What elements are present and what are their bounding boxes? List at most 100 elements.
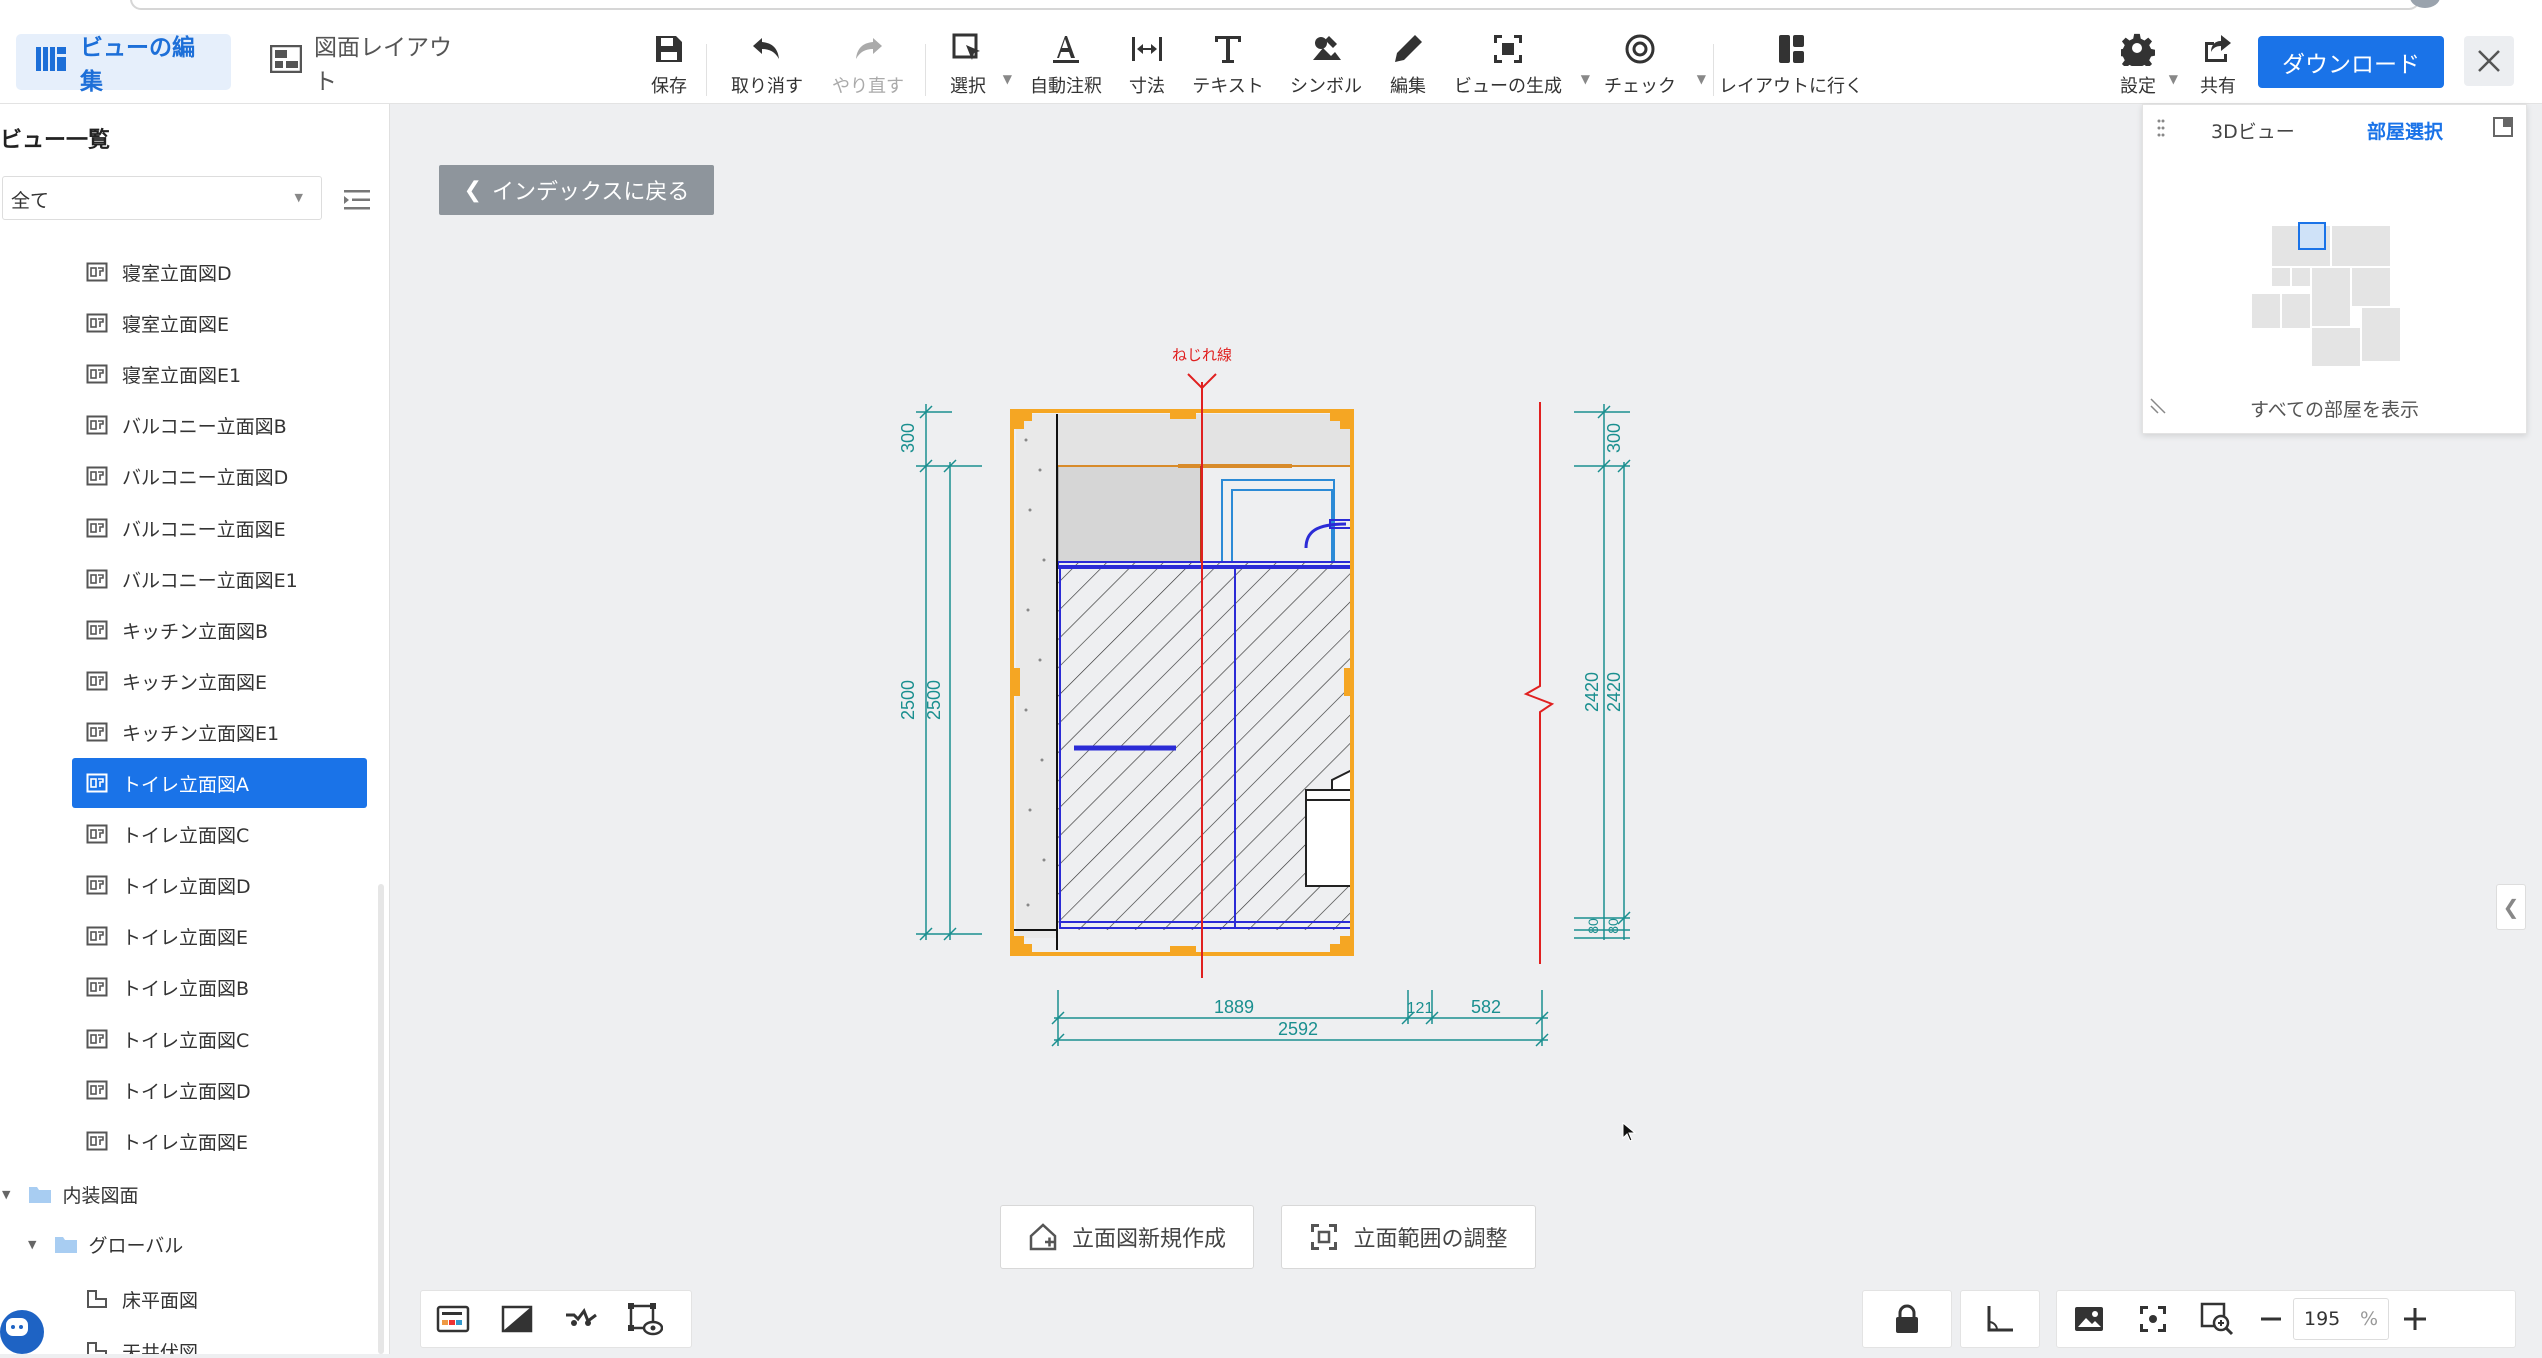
check-button[interactable]: チェック ▼ <box>1604 32 1706 102</box>
undo-label: 取り消す <box>731 76 803 97</box>
show-all-rooms-link[interactable]: すべての部屋を表示 <box>2250 399 2419 421</box>
sidebar-item-label: 天井伏図 <box>122 1341 199 1355</box>
check-caret-icon[interactable]: ▼ <box>1696 72 1706 86</box>
chat-support-button[interactable] <box>0 1310 44 1354</box>
sidebar-title: ビュー一覧 <box>0 128 111 153</box>
folder-icon <box>29 1187 52 1203</box>
list-menu-icon[interactable] <box>344 188 370 212</box>
color-legend-button[interactable] <box>421 1290 485 1348</box>
sidebar-item-floor-plan[interactable]: 床平面図 <box>72 1274 367 1324</box>
gear-icon <box>2121 33 2155 66</box>
faucet-symbol <box>1304 522 1347 549</box>
auto-annotate-button[interactable]: 自動注釈 <box>1028 32 1104 102</box>
folder-global[interactable]: ▼ グローバル <box>28 1224 183 1264</box>
expand-panel-icon[interactable] <box>2493 117 2513 137</box>
settings-button[interactable]: 設定 ▼ <box>2118 32 2178 102</box>
sidebar-item[interactable]: キッチン立面図E <box>72 656 367 706</box>
tab-room-select[interactable]: 部屋選択 <box>2367 121 2444 143</box>
legend-icon <box>436 1305 470 1333</box>
sidebar-item[interactable]: トイレ立面図A <box>72 758 367 808</box>
zoom-in-button[interactable] <box>2389 1290 2441 1348</box>
bottom-dimensions <box>1051 990 1549 1047</box>
sidebar-item[interactable]: 寝室立面図D <box>72 247 367 297</box>
browser-strip <box>0 0 2542 14</box>
share-button[interactable]: 共有 <box>2198 32 2238 102</box>
new-elevation-icon <box>1029 1223 1057 1251</box>
go-layout-button[interactable]: レイアウトに行く <box>1718 32 1864 102</box>
download-button[interactable]: ダウンロード <box>2258 36 2444 88</box>
elevation-view-icon <box>86 722 108 742</box>
sidebar-item[interactable]: バルコニー立面図D <box>72 451 367 501</box>
elevation-view-icon <box>86 415 108 435</box>
redo-button[interactable]: やり直す <box>828 32 908 102</box>
sidebar-item[interactable]: バルコニー立面図E1 <box>72 554 367 604</box>
zoom-out-button[interactable] <box>2249 1290 2293 1348</box>
drag-handle-icon[interactable] <box>2157 119 2165 137</box>
text-button[interactable]: テキスト <box>1188 32 1268 102</box>
close-button[interactable] <box>2464 36 2514 86</box>
generate-view-caret-icon[interactable]: ▼ <box>1580 72 1590 86</box>
view-3d-panel: 3Dビュー 部屋選択 すべての部屋を表示 <box>2142 104 2527 434</box>
mode-layout-button[interactable]: 図面レイアウト <box>252 34 492 95</box>
mode-edit-view-button[interactable]: ビューの編集 <box>16 34 231 95</box>
sidebar-item-label: トイレ立面図C <box>122 1029 250 1052</box>
sidebar-item-label: トイレ立面図C <box>122 824 250 847</box>
dim-right-small-b: 80 <box>1605 918 1621 934</box>
floor-map-thumbnail[interactable] <box>2251 215 2411 375</box>
generate-view-button[interactable]: ビューの生成 ▼ <box>1452 32 1590 102</box>
auto-annotate-label: 自動注釈 <box>1030 76 1102 97</box>
folder-interior[interactable]: ▼ 内装図面 <box>2 1174 138 1214</box>
symbol-button[interactable]: シンボル <box>1288 32 1364 102</box>
sidebar-item[interactable]: トイレ立面図C <box>72 809 367 859</box>
sidebar-item[interactable]: トイレ立面図E <box>72 911 367 961</box>
collapse-right-panel-button[interactable]: ❮ <box>2496 884 2526 930</box>
adjust-elevation-range-button[interactable]: 立面範囲の調整 <box>1281 1205 1536 1269</box>
fit-view-button[interactable] <box>2121 1290 2185 1348</box>
sidebar-item[interactable]: トイレ立面図D <box>72 860 367 910</box>
orthogonal-button[interactable] <box>1961 1290 2039 1348</box>
sidebar-item-label: バルコニー立面図E <box>122 518 286 541</box>
sidebar-item[interactable]: トイレ立面図B <box>72 962 367 1012</box>
view-filter-select[interactable]: 全て ▼ <box>2 176 322 220</box>
current-room-marker <box>2298 222 2326 250</box>
edit-button[interactable]: 編集 <box>1388 32 1428 102</box>
mouse-cursor-icon <box>1622 1122 1636 1142</box>
sidebar-item[interactable]: キッチン立面図E1 <box>72 707 367 757</box>
share-icon <box>2205 35 2231 62</box>
zoom-input[interactable]: 195 % <box>2293 1298 2389 1340</box>
sidebar-item[interactable]: バルコニー立面図B <box>72 400 367 450</box>
lock-button[interactable] <box>1863 1290 1951 1348</box>
profile-dot[interactable] <box>2410 0 2440 8</box>
sidebar-item-ceiling-plan[interactable]: 天井伏図 <box>72 1326 367 1354</box>
contrast-button[interactable] <box>485 1290 549 1348</box>
sidebar-item[interactable]: トイレ立面図C <box>72 1014 367 1064</box>
dimension-button[interactable]: 寸法 <box>1124 32 1170 102</box>
zoom-window-button[interactable] <box>2185 1290 2249 1348</box>
sidebar-item[interactable]: キッチン立面図B <box>72 605 367 655</box>
new-elevation-button[interactable]: 立面図新規作成 <box>1000 1205 1254 1269</box>
settings-caret-icon[interactable]: ▼ <box>2168 72 2178 86</box>
image-button[interactable] <box>2057 1290 2121 1348</box>
select-caret-icon[interactable]: ▼ <box>1002 72 1012 86</box>
sidebar-item[interactable]: 寝室立面図E <box>72 298 367 348</box>
save-button[interactable]: 保存 <box>644 32 694 102</box>
sidebar-item[interactable]: 寝室立面図E1 <box>72 349 367 399</box>
dim-right-b: 2420 <box>1604 672 1624 712</box>
tab-3d-view[interactable]: 3Dビュー <box>2211 121 2295 143</box>
back-to-index-button[interactable]: ❮ インデックスに戻る <box>439 165 714 215</box>
sidebar-item[interactable]: バルコニー立面図E <box>72 503 367 553</box>
folder-global-label: グローバル <box>88 1234 184 1257</box>
dim-bottom-c: 582 <box>1471 997 1501 1017</box>
sidebar-item[interactable]: トイレ立面図E <box>72 1116 367 1166</box>
view-visibility-button[interactable] <box>613 1290 677 1348</box>
selection-handles[interactable] <box>1010 409 1354 956</box>
sidebar-item[interactable]: トイレ立面図D <box>72 1065 367 1115</box>
resize-handle-icon[interactable] <box>2149 397 2167 415</box>
select-tool-button[interactable]: 選択 ▼ <box>946 32 1012 102</box>
sidebar-item-label: バルコニー立面図D <box>122 466 289 489</box>
left-dimensions <box>916 404 982 941</box>
sidebar-scrollbar[interactable] <box>378 884 384 1354</box>
dimension-style-button[interactable] <box>549 1290 613 1348</box>
undo-button[interactable]: 取り消す <box>727 32 807 102</box>
